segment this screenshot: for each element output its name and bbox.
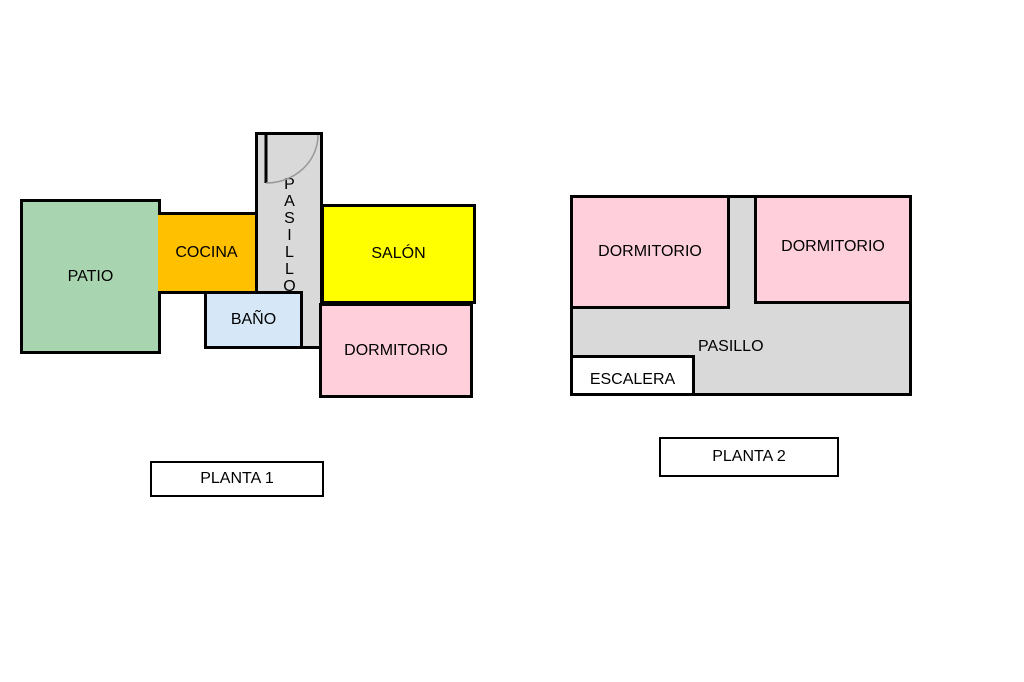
salon-label: SALÓN [371,245,426,262]
room-escalera: ESCALERA [570,355,695,396]
planta2-label: PLANTA 2 [712,448,786,465]
escalera-label: ESCALERA [589,370,676,388]
dormitorio2-label: DORMITORIO [781,237,885,255]
room-patio: PATIO [20,199,161,354]
room-dormitorio-p1: DORMITORIO [319,303,473,398]
dormitorio1-label: DORMITORIO [598,243,702,260]
planta2-label-box: PLANTA 2 [659,437,839,477]
room-dormitorio-p2-1: DORMITORIO [570,195,730,309]
bano-label: BAÑO [230,311,277,328]
room-dormitorio-p2-2: DORMITORIO [754,195,912,304]
planta1-label-box: PLANTA 1 [150,461,324,497]
patio-label: PATIO [67,267,114,285]
pasillo-p2-label: PASILLO [698,338,764,355]
room-bano: BAÑO [204,291,303,349]
room-salon: SALÓN [321,204,476,304]
pasillo-vertical-label: PASILLO [281,176,298,295]
cocina-label: COCINA [175,244,238,261]
planta1-label: PLANTA 1 [200,470,274,487]
room-cocina: COCINA [158,212,258,294]
dormitorio-label: DORMITORIO [344,341,448,359]
door-arc-icon [264,135,319,184]
